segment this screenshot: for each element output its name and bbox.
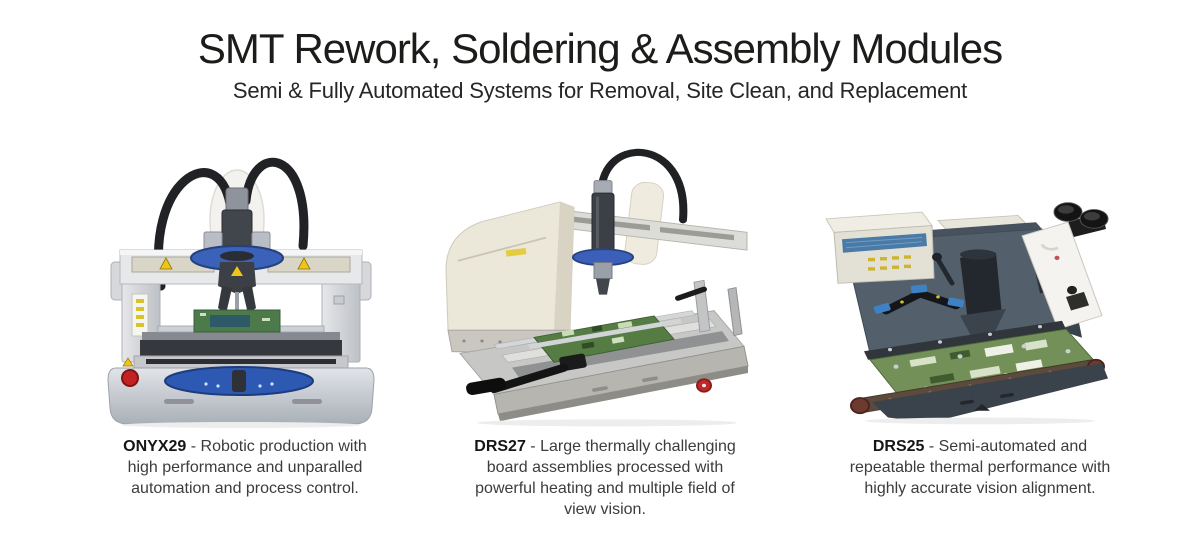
page-title: SMT Rework, Soldering & Assembly Modules	[197, 25, 1003, 72]
product-onyx29	[106, 146, 376, 433]
product-caption-drs27: DRS27 - Large thermally challenging boar…	[464, 436, 746, 520]
onyx29-product-image	[107, 157, 375, 428]
page-header: SMT Rework, Soldering & Assembly Modules…	[0, 26, 1200, 104]
product-description-onyx29: - Robotic production with high performan…	[127, 438, 367, 497]
product-caption-drs25: DRS25 - Semi-automated and repeatable th…	[848, 436, 1112, 499]
drs27-product-image	[445, 149, 749, 427]
page-subtitle: Semi & Fully Automated Systems for Remov…	[232, 78, 968, 104]
product-drs25	[810, 156, 1110, 431]
product-description-drs27: - Large thermally challenging board asse…	[475, 438, 736, 518]
product-name-onyx29: ONYX29	[123, 438, 187, 455]
product-description-drs25: - Semi-automated and repeatable thermal …	[849, 438, 1111, 497]
product-name-drs25: DRS25	[872, 438, 925, 455]
product-caption-onyx29: ONYX29 - Robotic production with high pe…	[116, 436, 374, 499]
product-name-drs27: DRS27	[474, 438, 526, 455]
drs25-product-image	[825, 202, 1109, 425]
product-drs27	[442, 145, 752, 435]
